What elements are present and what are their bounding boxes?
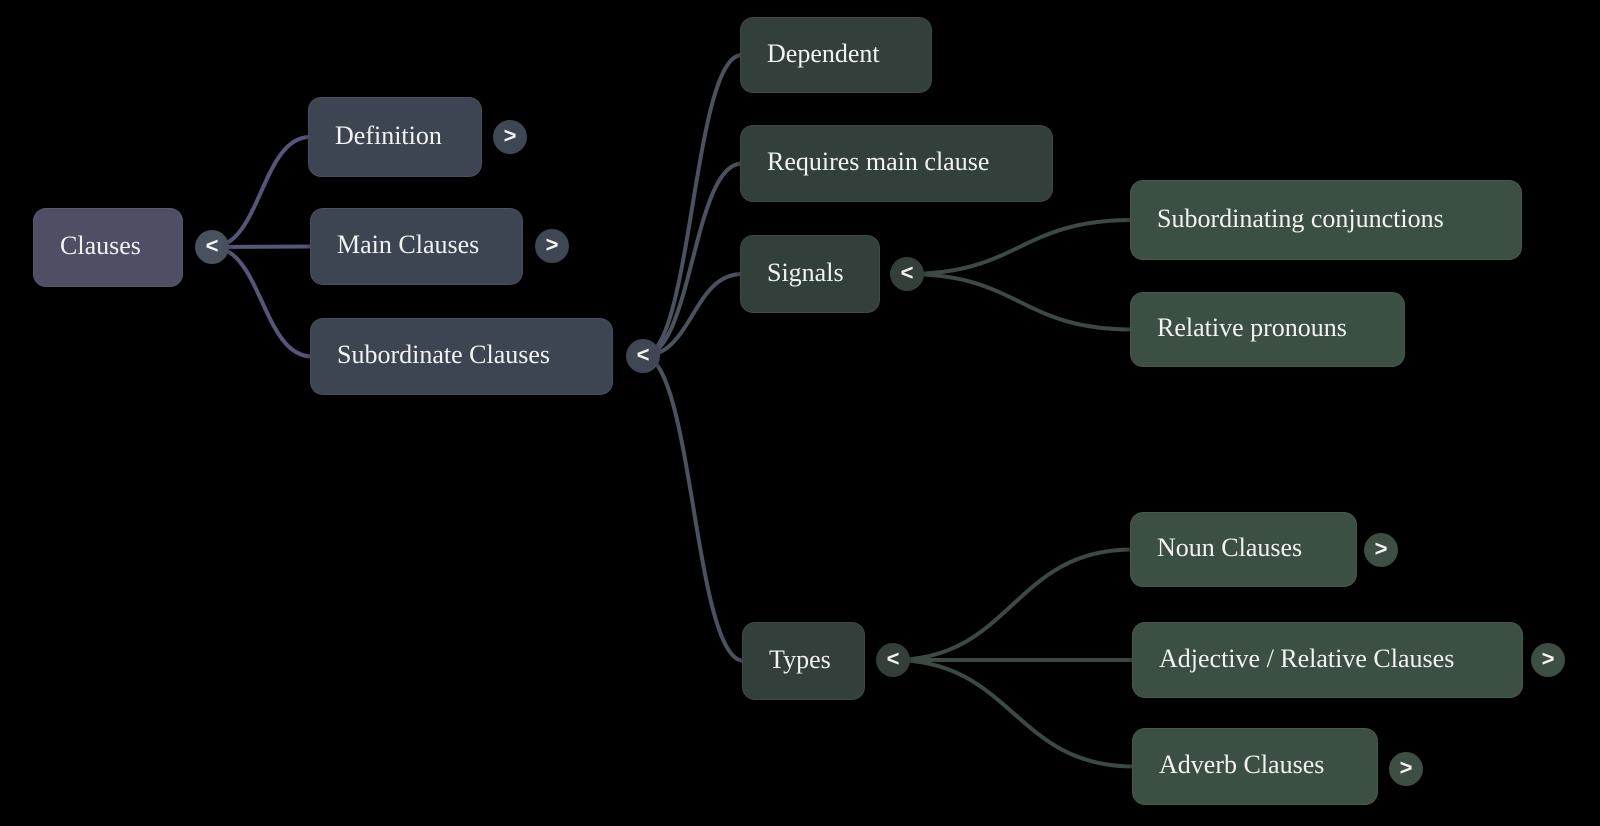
link-types-to-adverb-clauses — [891, 658, 1136, 769]
link-types-to-noun-clauses — [891, 547, 1134, 662]
node-label: Signals — [767, 257, 844, 287]
node-signals[interactable]: Signals — [740, 235, 880, 313]
node-label: Clauses — [60, 231, 141, 260]
node-label: Relative pronouns — [1157, 313, 1347, 342]
collapse-button-subordinate-clauses[interactable]: < — [626, 339, 660, 373]
expand-button-adjective-relative-clauses[interactable]: > — [1531, 643, 1565, 677]
node-label: Requires main clause — [767, 147, 990, 176]
link-clauses-to-definition — [210, 135, 312, 249]
node-main-clauses[interactable]: Main Clauses — [310, 208, 523, 285]
chevron-right-icon: > — [503, 122, 517, 148]
chevron-left-icon: < — [636, 341, 650, 367]
node-label: Dependent — [767, 38, 880, 68]
node-label: Definition — [335, 120, 442, 150]
node-label: Types — [769, 644, 831, 674]
link-subordinate-clauses-to-types — [641, 354, 746, 663]
expand-button-noun-clauses[interactable]: > — [1364, 533, 1398, 567]
node-definition[interactable]: Definition — [308, 97, 482, 177]
chevron-right-icon: > — [1541, 645, 1555, 671]
expand-button-definition[interactable]: > — [493, 120, 527, 154]
node-adverb-clauses[interactable]: Adverb Clauses — [1132, 728, 1378, 805]
link-subordinate-clauses-to-dependent — [641, 53, 744, 358]
link-clauses-to-subordinate-clauses — [210, 245, 314, 359]
node-subordinating-conjunctions[interactable]: Subordinating conjunctions — [1130, 180, 1522, 260]
chevron-left-icon: < — [900, 259, 914, 285]
link-subordinate-clauses-to-signals — [641, 272, 744, 358]
node-dependent[interactable]: Dependent — [740, 17, 932, 93]
node-requires-main-clause[interactable]: Requires main clause — [740, 125, 1053, 202]
chevron-left-icon: < — [886, 645, 900, 671]
node-relative-pronouns[interactable]: Relative pronouns — [1130, 292, 1405, 367]
chevron-left-icon: < — [205, 232, 219, 258]
node-label: Noun Clauses — [1157, 533, 1303, 562]
node-types[interactable]: Types — [742, 622, 865, 700]
node-label: Main Clauses — [337, 230, 480, 259]
chevron-right-icon: > — [545, 231, 559, 257]
expand-button-adverb-clauses[interactable]: > — [1389, 752, 1423, 786]
chevron-right-icon: > — [1374, 535, 1388, 561]
collapse-button-types[interactable]: < — [876, 643, 910, 677]
node-label: Adverb Clauses — [1159, 750, 1325, 779]
node-label: Adjective / Relative Clauses — [1159, 643, 1455, 673]
collapse-button-clauses[interactable]: < — [195, 230, 229, 264]
node-label: Subordinating conjunctions — [1157, 203, 1444, 233]
node-label: Subordinate Clauses — [337, 340, 551, 369]
node-subordinate-clauses[interactable]: Subordinate Clauses — [310, 318, 613, 395]
chevron-right-icon: > — [1399, 754, 1413, 780]
node-clauses[interactable]: Clauses — [33, 208, 183, 287]
link-signals-to-subordinating-conjunctions — [905, 218, 1134, 276]
expand-button-main-clauses[interactable]: > — [535, 229, 569, 263]
node-adjective-relative-clauses[interactable]: Adjective / Relative Clauses — [1132, 622, 1523, 698]
collapse-button-signals[interactable]: < — [890, 257, 924, 291]
link-subordinate-clauses-to-requires-main-clause — [641, 161, 744, 358]
node-noun-clauses[interactable]: Noun Clauses — [1130, 512, 1357, 587]
link-signals-to-relative-pronouns — [905, 272, 1134, 332]
